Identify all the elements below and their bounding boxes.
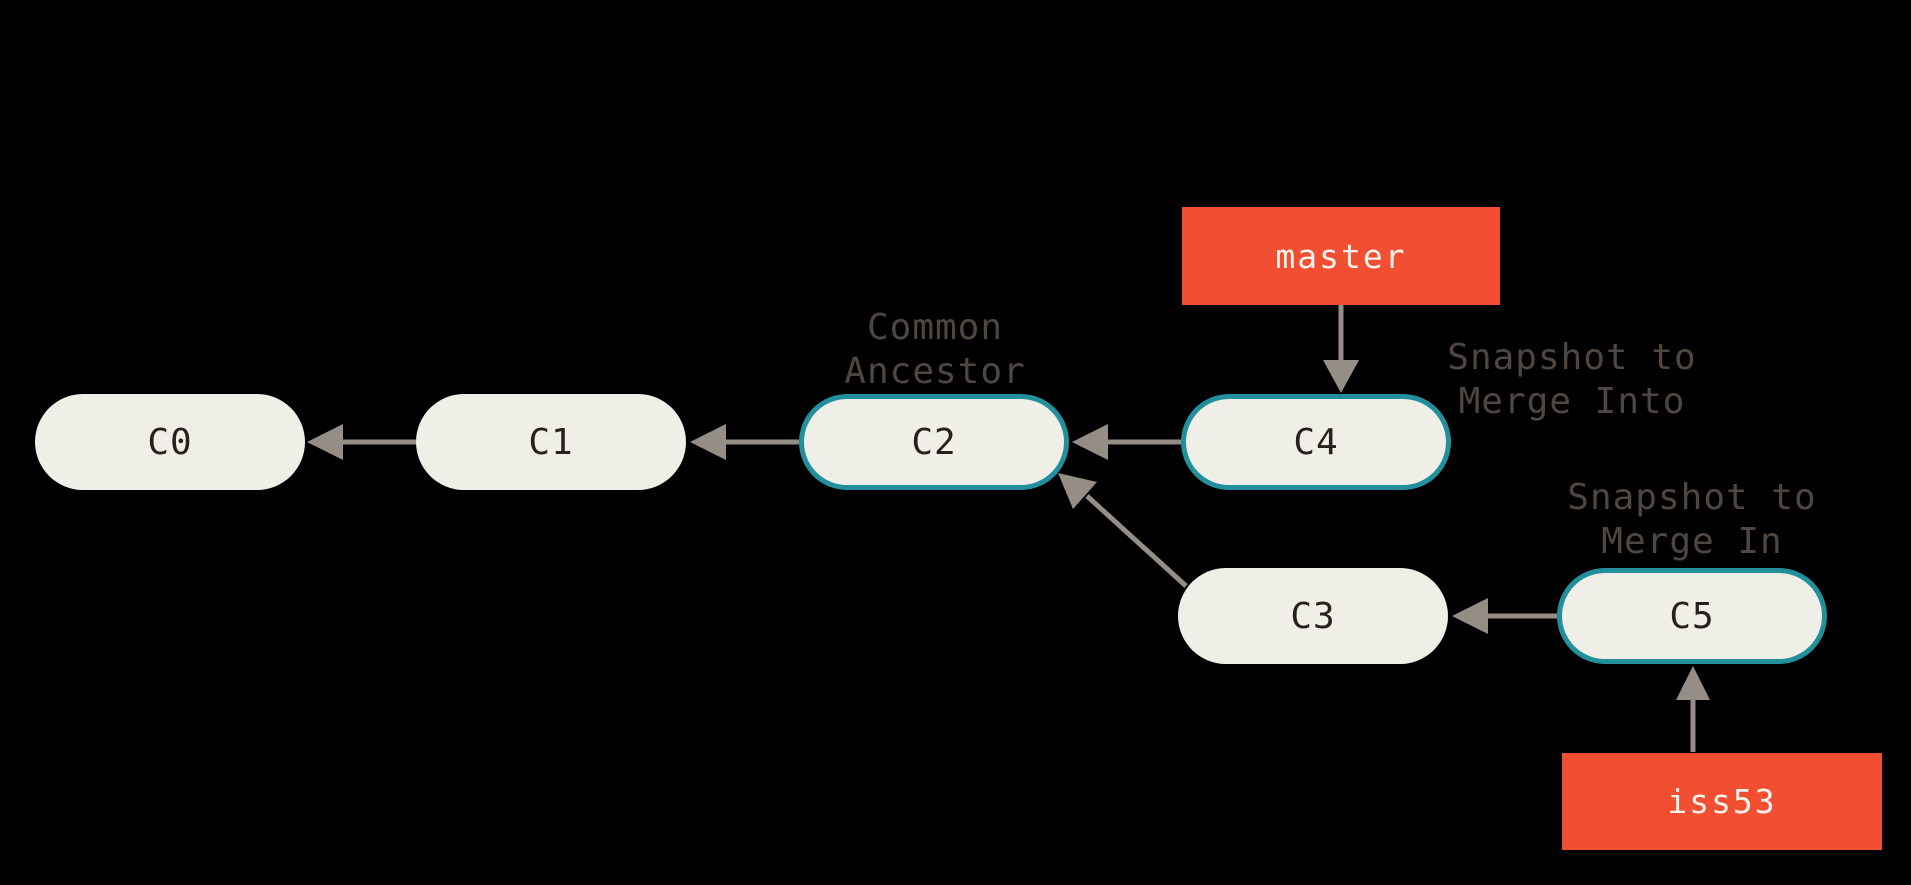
annotation-common-ancestor: Common Ancestor — [785, 306, 1085, 394]
commit-label-c4: C4 — [1293, 421, 1339, 463]
annotation-snapshot-merge-in: Snapshot to Merge In — [1542, 476, 1842, 564]
commit-label-c2: C2 — [911, 421, 957, 463]
annotation-snapshot-merge-into-line2: Merge Into — [1458, 381, 1686, 422]
arrow-c2-to-c1 — [690, 424, 799, 460]
commit-label-c5: C5 — [1669, 595, 1715, 637]
commit-node-c3: C3 — [1178, 568, 1448, 664]
commit-node-c4: C4 — [1181, 394, 1451, 490]
annotation-snapshot-merge-into-line1: Snapshot to — [1447, 337, 1697, 378]
arrow-master-to-c4 — [1323, 305, 1359, 393]
branch-label-master: master — [1275, 236, 1407, 276]
commit-node-c5: C5 — [1557, 568, 1827, 664]
annotation-snapshot-merge-in-line2: Merge In — [1601, 521, 1783, 562]
commit-label-c0: C0 — [147, 421, 193, 463]
commit-label-c1: C1 — [528, 421, 574, 463]
annotation-common-ancestor-line1: Common — [866, 307, 1004, 348]
branch-box-iss53: iss53 — [1562, 753, 1882, 850]
commit-label-c3: C3 — [1290, 595, 1336, 637]
branch-label-iss53: iss53 — [1667, 782, 1777, 821]
arrow-c3-to-c2 — [1058, 473, 1188, 588]
commit-node-c0: C0 — [35, 394, 305, 490]
arrow-c1-to-c0 — [307, 424, 416, 460]
annotation-snapshot-merge-in-line1: Snapshot to — [1567, 477, 1817, 518]
annotation-common-ancestor-line2: Ancestor — [844, 351, 1026, 392]
branch-box-master: master — [1182, 207, 1500, 305]
annotation-snapshot-merge-into: Snapshot to Merge Into — [1422, 336, 1722, 424]
arrow-iss53-to-c5 — [1676, 666, 1710, 752]
commit-node-c2: C2 — [799, 394, 1069, 490]
arrow-c5-to-c3 — [1452, 598, 1557, 634]
arrow-c4-to-c2 — [1072, 424, 1181, 460]
commit-node-c1: C1 — [416, 394, 686, 490]
